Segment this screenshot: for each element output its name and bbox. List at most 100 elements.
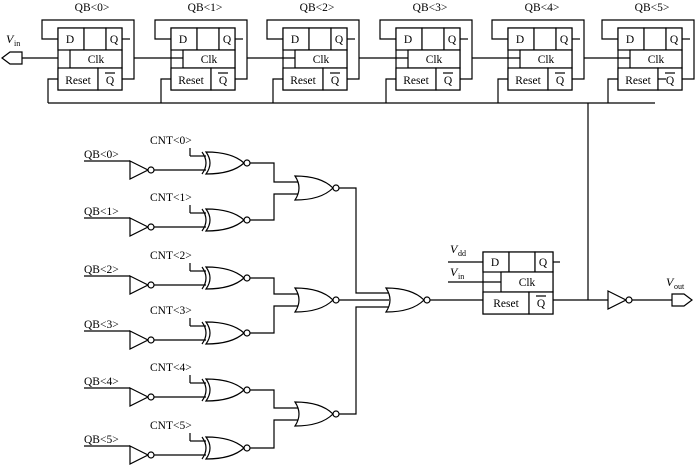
output-ff-qbar-label: Q — [537, 298, 546, 310]
xnor-gate-1-back-curve — [201, 208, 207, 232]
flipflop-mid-cell — [83, 27, 107, 51]
vdd-label: V — [450, 242, 459, 256]
xnor-to-nor-a-2 — [250, 389, 298, 409]
xnor-gate-0 — [204, 151, 245, 175]
output-ff-clk-label: Clk — [519, 277, 536, 289]
flipflop-d-label: D — [179, 34, 187, 46]
flipflop-mid-cell — [196, 27, 220, 51]
feedback-wire-1 — [154, 19, 248, 80]
reset-wire-3 — [385, 78, 396, 103]
nor0-to-final — [339, 187, 389, 294]
cnt-label-1: CNT<1> — [150, 192, 192, 204]
reset-wire-0 — [47, 78, 58, 103]
flipflop-reset-label: Reset — [403, 75, 429, 87]
qb-output-label-4: QB<4> — [525, 2, 560, 14]
flipflop-clk-label: Clk — [426, 54, 443, 66]
input-buffer-5 — [129, 445, 150, 465]
reset-wire-5 — [607, 78, 618, 103]
output-ff-vin-label-sub: in — [458, 272, 464, 281]
vout-label-sub: out — [674, 282, 685, 291]
nor-gate-1-bubble — [332, 296, 340, 304]
input-buffer-0-bubble — [147, 166, 155, 174]
xnor-gate-3-back-curve — [201, 321, 207, 345]
flipflop-clk-label: Clk — [201, 54, 218, 66]
xnor-gate-3-bubble — [243, 329, 251, 337]
nor-gate-0 — [293, 175, 334, 201]
xnor-qb-input-label-4: QB<4> — [84, 376, 119, 388]
xnor-gate-1-bubble — [243, 216, 251, 224]
reset-wire-4 — [497, 78, 508, 103]
xnor-to-nor-a-0 — [250, 162, 298, 183]
cnt-label-3: CNT<3> — [150, 305, 192, 317]
input-buffer-4-bubble — [147, 393, 155, 401]
cnt-label-4: CNT<4> — [150, 362, 192, 374]
nor-gate-2 — [293, 401, 334, 427]
flipflop-d-label: D — [404, 34, 412, 46]
xnor-gate-4-bubble — [243, 386, 251, 394]
feedback-wire-2 — [266, 19, 360, 80]
feedback-wire-0 — [41, 19, 135, 80]
flipflop-qbar-label: Q — [331, 75, 340, 87]
input-buffer-3 — [129, 330, 150, 350]
flipflop-mid-cell — [308, 27, 332, 51]
flipflop-qbar-label: Q — [219, 75, 228, 87]
input-buffer-3-bubble — [147, 336, 155, 344]
input-buffer-2-bubble — [147, 281, 155, 289]
flipflop-qbar-label: Q — [556, 75, 565, 87]
flipflop-qbar-label: Q — [444, 75, 453, 87]
final-nor-gate — [384, 287, 425, 313]
xnor-qb-input-label-0: QB<0> — [84, 149, 119, 161]
xnor-to-nor-b-1 — [250, 305, 298, 334]
flipflop-q-label: Q — [335, 34, 344, 46]
xnor-gate-2-back-curve — [201, 266, 207, 290]
input-buffer-2 — [129, 275, 150, 295]
flipflop-clk-label: Clk — [313, 54, 330, 66]
final-nor-gate-bubble — [423, 296, 431, 304]
output-inverter — [607, 290, 628, 310]
xnor-qb-input-label-2: QB<2> — [84, 264, 119, 276]
qb-output-label-0: QB<0> — [75, 2, 110, 14]
nor-gate-1 — [293, 287, 334, 313]
input-buffer-4 — [129, 387, 150, 407]
flipflop-reset-label: Reset — [515, 75, 541, 87]
input-buffer-0 — [129, 160, 150, 180]
feedback-wire-4 — [491, 19, 585, 80]
flipflop-q-label: Q — [448, 34, 457, 46]
vout-output-port — [671, 293, 693, 307]
reset-wire-2 — [272, 78, 283, 103]
flipflop-qbar-label: Q — [106, 75, 115, 87]
output-inverter-bubble — [625, 296, 633, 304]
vin-label-sub: in — [14, 39, 20, 48]
xnor-gate-2-bubble — [243, 274, 251, 282]
qb-output-label-1: QB<1> — [188, 2, 223, 14]
vin-label: V — [6, 32, 15, 46]
cnt-label-2: CNT<2> — [150, 250, 192, 262]
output-ff-vin-label: V — [450, 265, 459, 279]
xnor-to-nor-a-1 — [250, 277, 298, 295]
cnt-label-5: CNT<5> — [150, 420, 192, 432]
flipflop-reset-label: Reset — [290, 75, 316, 87]
xnor-gate-4 — [204, 378, 245, 402]
xnor-gate-5 — [204, 436, 245, 460]
flipflop-qbar-label: Q — [666, 75, 675, 87]
output-ff-q-label: Q — [539, 257, 548, 269]
qb-output-label-3: QB<3> — [413, 2, 448, 14]
flipflop-q-label: Q — [670, 34, 679, 46]
qb-output-label-5: QB<5> — [635, 2, 670, 14]
nor-gate-0-bubble — [332, 184, 340, 192]
flipflop-d-label: D — [516, 34, 524, 46]
cnt-label-0: CNT<0> — [150, 135, 192, 147]
flipflop-d-label: D — [291, 34, 299, 46]
input-buffer-1-bubble — [147, 223, 155, 231]
xnor-gate-0-back-curve — [201, 151, 207, 175]
xnor-qb-input-label-3: QB<3> — [84, 319, 119, 331]
xnor-gate-2 — [204, 266, 245, 290]
flipflop-mid-cell — [643, 27, 667, 51]
